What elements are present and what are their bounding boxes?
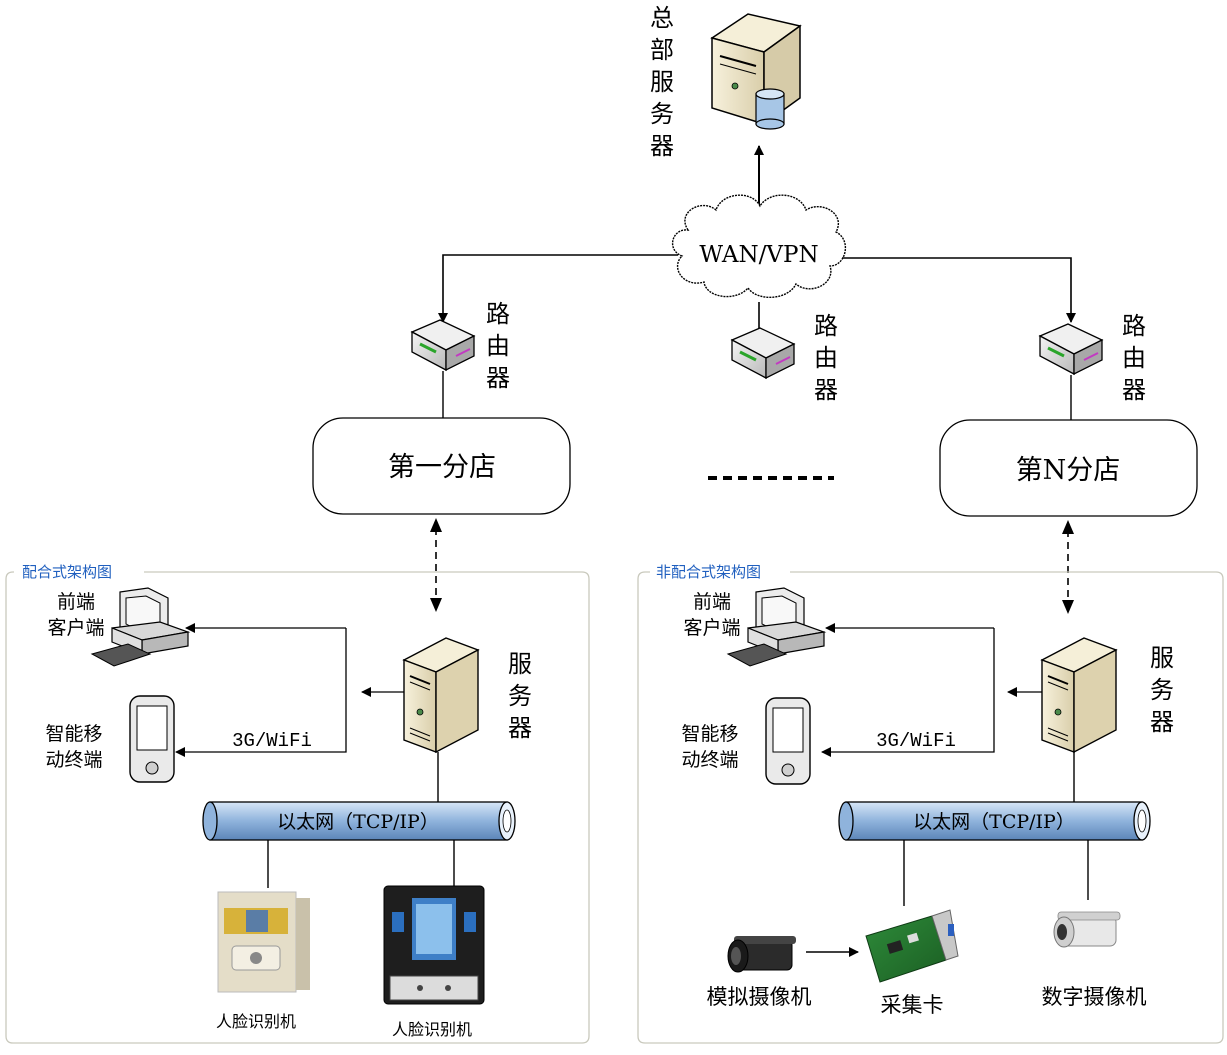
router-label-char: 器 (814, 376, 838, 404)
hq-label-char: 器 (650, 132, 674, 160)
left-wireless-label: 3G/WiFi (232, 730, 312, 752)
store-server-link-right (1062, 520, 1074, 614)
face-recognition-terminal-icon (383, 885, 485, 1005)
right-mobile-label-1: 智能移 (681, 723, 738, 745)
database-icon (755, 88, 785, 130)
server-to-mobile-arrow (821, 628, 995, 757)
ethernet-bus (202, 801, 516, 841)
router-label-char: 路 (486, 300, 510, 328)
hq-label-char: 总 (650, 4, 674, 32)
left-server-label-char: 服 (508, 650, 532, 678)
hq-server-icon (710, 13, 802, 130)
left-mobile-label-1: 智能移 (45, 723, 102, 745)
router-middle-label: 路 由 器 (814, 312, 838, 404)
right-panel: 非配合式架构图 前端 客户端 智能移 动终端 3G/WiFi (637, 563, 1224, 1044)
desktop-computer-icon (90, 587, 191, 667)
hq-label: 总 部 服 务 器 (650, 4, 674, 160)
left-panel-title: 配合式架构图 (22, 563, 112, 581)
router-label-char: 器 (486, 364, 510, 392)
wan-label: WAN/VPN (699, 242, 818, 268)
hq-label-char: 务 (650, 100, 674, 128)
digital-camera-icon (1053, 911, 1121, 948)
right-mobile-label-2: 动终端 (681, 749, 738, 771)
server-tower-icon (402, 637, 480, 754)
digital-camera-label: 数字摄像机 (1042, 985, 1147, 1009)
left-panel: 配合式架构图 前端 客户端 智能移 动终端 3G/WiFi (5, 563, 590, 1044)
left-device1-label: 人脸识别机 (216, 1012, 296, 1031)
router-label-char: 由 (1122, 344, 1146, 372)
right-ethernet-label: 以太网（TCP/IP） (913, 811, 1075, 833)
left-ethernet-label: 以太网（TCP/IP） (277, 811, 439, 833)
server-to-mobile-arrow (175, 628, 347, 757)
router-label-char: 器 (1122, 376, 1146, 404)
router-label-char: 由 (486, 332, 510, 360)
analog-camera-icon (727, 936, 796, 973)
router-label-char: 路 (814, 312, 838, 340)
left-server-label-char: 器 (508, 714, 532, 742)
store-first-label: 第一分店 (388, 452, 496, 483)
right-wireless-label: 3G/WiFi (876, 730, 956, 752)
router-right-icon (1038, 323, 1104, 376)
right-server-label-char: 务 (1150, 676, 1174, 704)
left-mobile-label-2: 动终端 (45, 749, 102, 771)
server-tower-icon (1040, 637, 1118, 754)
left-device2-label: 人脸识别机 (392, 1020, 472, 1039)
wan-to-router-right-arrow (842, 257, 1076, 323)
left-server-label-char: 务 (508, 682, 532, 710)
hq-label-char: 服 (650, 68, 674, 96)
mobile-device-icon (129, 695, 175, 783)
hq-label-char: 部 (650, 36, 674, 64)
right-server-label-char: 器 (1150, 708, 1174, 736)
left-client-label-1: 前端 (57, 591, 95, 613)
capture-card-label: 采集卡 (881, 993, 944, 1017)
store-server-link-left (430, 518, 442, 612)
router-left-label: 路 由 器 (486, 300, 510, 392)
right-client-label-1: 前端 (693, 591, 731, 613)
capture-card-icon (865, 909, 959, 983)
router-middle-icon (730, 327, 796, 380)
face-recognition-terminal-icon (217, 891, 310, 993)
wan-to-router-left-arrow (438, 254, 678, 323)
left-client-label-2: 客户端 (47, 617, 104, 639)
wan-cloud (671, 194, 847, 299)
right-client-label-2: 客户端 (683, 617, 740, 639)
ethernet-bus (838, 801, 1151, 841)
store-nth-label: 第N分店 (1016, 455, 1121, 486)
router-right-label: 路 由 器 (1122, 312, 1146, 404)
right-server-label-char: 服 (1150, 644, 1174, 672)
mobile-device-icon (765, 697, 811, 785)
store-first-box (312, 417, 571, 515)
desktop-computer-icon (726, 587, 827, 667)
router-left-icon (410, 319, 476, 372)
analog-camera-label: 模拟摄像机 (707, 985, 812, 1009)
store-nth-box (939, 419, 1198, 517)
right-panel-title: 非配合式架构图 (656, 563, 761, 581)
router-label-char: 路 (1122, 312, 1146, 340)
router-label-char: 由 (814, 344, 838, 372)
